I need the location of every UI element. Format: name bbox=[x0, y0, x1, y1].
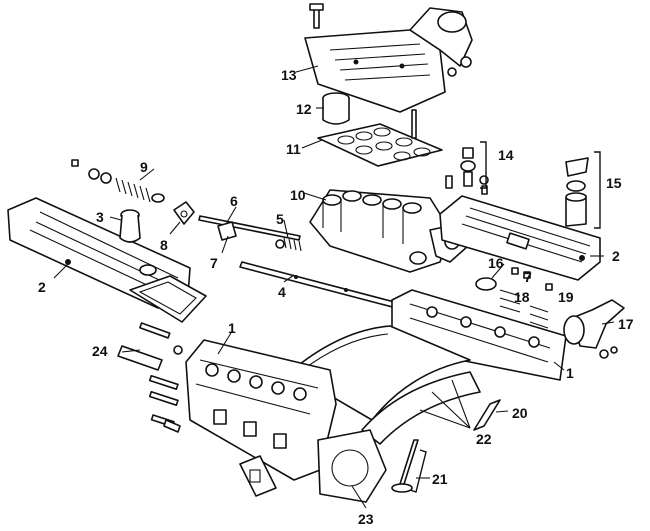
callout-9: 9 bbox=[140, 159, 148, 175]
callout-11: 11 bbox=[286, 141, 301, 157]
callout-2-left: 2 bbox=[38, 279, 46, 295]
plenum-gasket bbox=[317, 123, 443, 167]
callout-4: 4 bbox=[278, 284, 286, 300]
callout-1-left: 1 bbox=[228, 320, 236, 336]
callout-17: 17 bbox=[618, 316, 634, 332]
callout-23: 23 bbox=[358, 511, 374, 527]
cylinder-head-left bbox=[185, 339, 337, 481]
callout-6: 6 bbox=[230, 193, 238, 209]
valve bbox=[391, 439, 419, 493]
rocker-spring bbox=[275, 237, 302, 252]
callout-8: 8 bbox=[160, 237, 168, 253]
callout-7-right: 7 bbox=[524, 269, 532, 285]
cylinder-head-gasket bbox=[317, 429, 387, 503]
exhaust-flange-gasket bbox=[239, 455, 277, 497]
callout-20: 20 bbox=[512, 405, 528, 421]
callout-16: 16 bbox=[488, 255, 504, 271]
pressure-regulator-parts bbox=[445, 147, 489, 195]
callout-15: 15 bbox=[606, 175, 622, 191]
callout-24: 24 bbox=[92, 343, 108, 359]
callout-10: 10 bbox=[290, 187, 306, 203]
callout-19: 19 bbox=[558, 289, 574, 305]
callout-7: 7 bbox=[210, 255, 218, 271]
rocker-cover-gasket-left bbox=[129, 275, 207, 323]
callout-1-right: 1 bbox=[566, 365, 574, 381]
plenum-sleeve bbox=[322, 92, 350, 125]
small-bolt bbox=[71, 159, 79, 167]
rocker-shaft bbox=[198, 215, 301, 241]
rocker-cover-left bbox=[7, 197, 191, 309]
callout-21: 21 bbox=[432, 471, 448, 487]
callout-13: 13 bbox=[281, 67, 297, 83]
plenum-chamber bbox=[304, 7, 473, 113]
thermostat-housing-parts bbox=[565, 157, 589, 227]
valve-guide bbox=[473, 399, 501, 431]
intake-manifold bbox=[309, 189, 469, 273]
plenum-bolt bbox=[309, 3, 324, 29]
callout-5: 5 bbox=[276, 211, 284, 227]
dowel-sleeve bbox=[117, 322, 183, 371]
callout-14: 14 bbox=[498, 147, 514, 163]
callout-brackets bbox=[409, 141, 601, 493]
water-outlet-elbow bbox=[563, 299, 625, 359]
callout-numbers: 13 12 11 10 14 15 9 3 8 6 7 5 4 2 2 16 7… bbox=[38, 67, 634, 527]
callout-3: 3 bbox=[96, 209, 104, 225]
rocker-cover-right bbox=[439, 195, 601, 281]
leader-lines bbox=[53, 65, 615, 509]
rocker-assembly-right bbox=[475, 267, 553, 329]
callout-12: 12 bbox=[296, 101, 312, 117]
rocker-pedestal bbox=[173, 201, 195, 225]
oil-filler-cap bbox=[119, 209, 141, 243]
callout-2-right: 2 bbox=[612, 248, 620, 264]
breather-spring bbox=[88, 168, 165, 203]
callout-22: 22 bbox=[476, 431, 492, 447]
cylinder-head-bolts bbox=[148, 374, 181, 433]
callout-18: 18 bbox=[514, 289, 530, 305]
gasket-stud bbox=[411, 109, 417, 139]
shaft-rod bbox=[239, 261, 403, 310]
